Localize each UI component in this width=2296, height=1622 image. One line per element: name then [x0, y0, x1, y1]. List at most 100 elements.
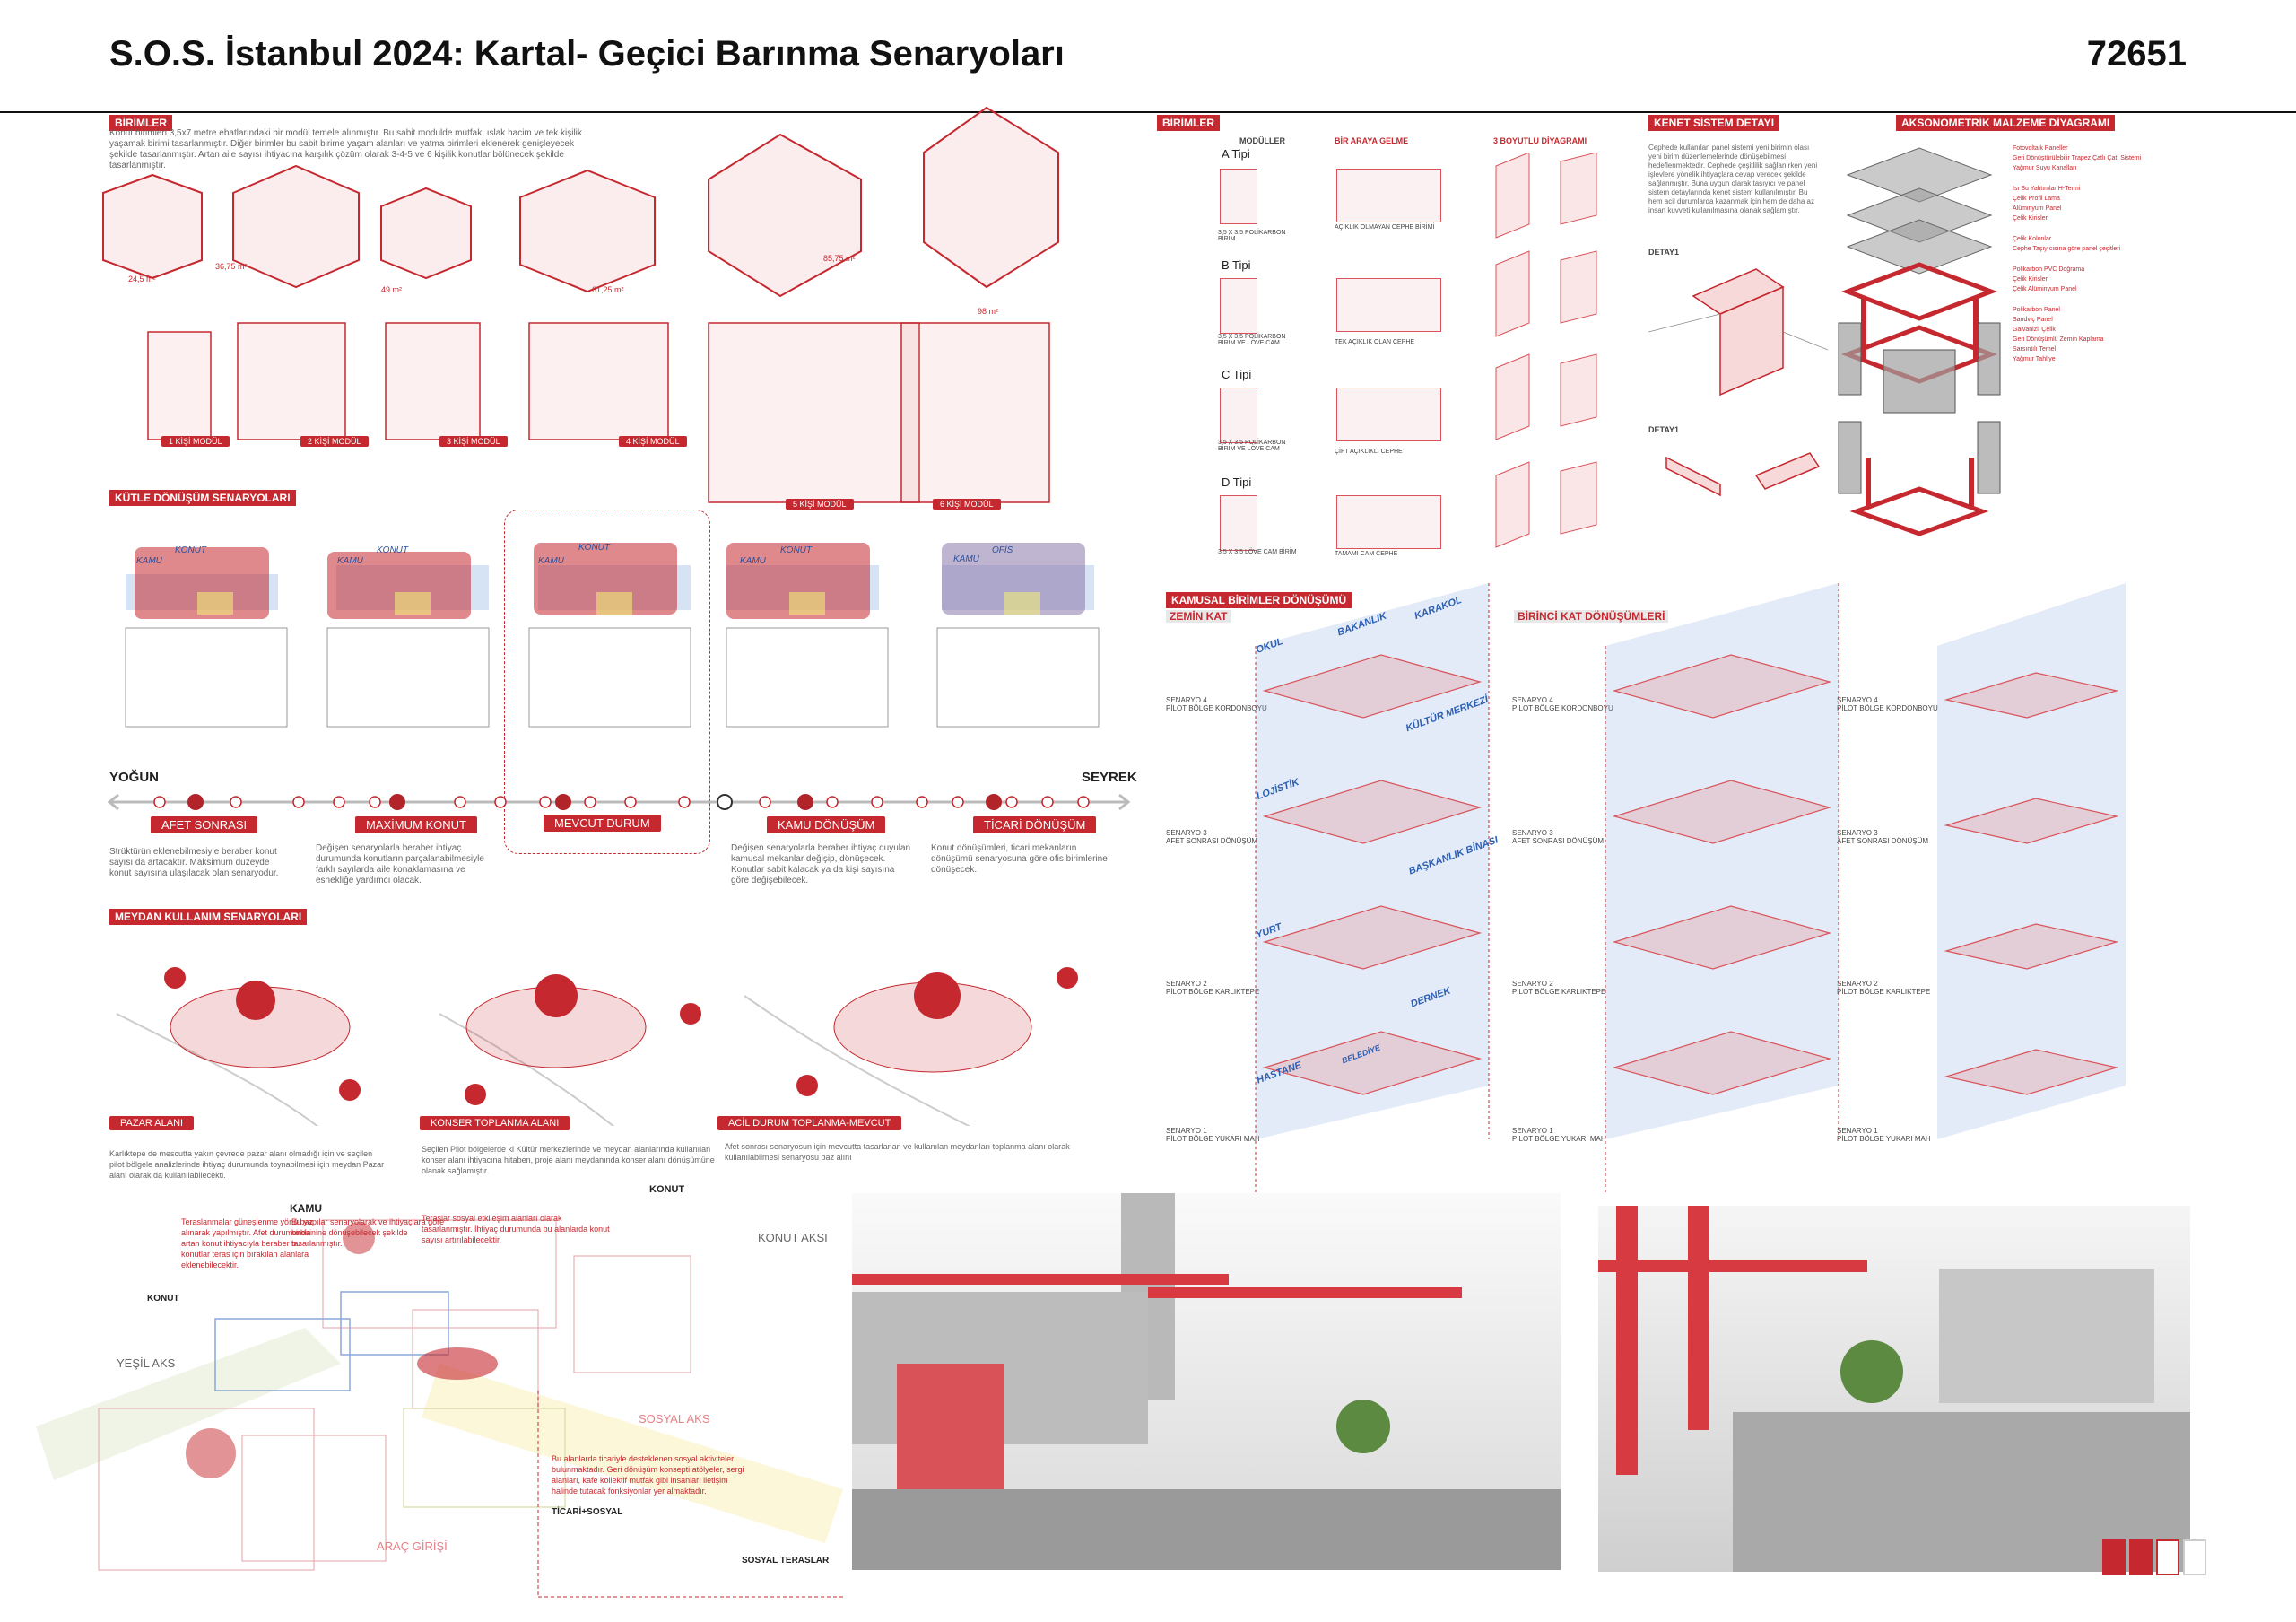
red-beam-3: [1598, 1260, 1867, 1272]
label-konut-left: KONUT: [147, 1294, 179, 1304]
akso-label-11: Çelik Alüminyum Panel: [2013, 286, 2077, 292]
module-label-2: 2 KİŞİ MODÜL: [300, 436, 369, 447]
senaryo-4: SENARYO 4 PİLOT BÖLGE KORDONBOYU: [1166, 696, 1267, 712]
meydan-text-1: Karlıktepe de mescutta yakın çevrede paz…: [109, 1149, 385, 1180]
c-senaryo-4-title: SENARYO 4: [1837, 696, 1878, 704]
type-d: D Tipi: [1222, 475, 1252, 489]
section-birimler: BİRİMLER: [109, 115, 172, 131]
label-ticari-sosyal: TİCARİ+SOSYAL: [552, 1507, 623, 1517]
type-d-combo-label: TAMAMI CAM CEPHE: [1335, 551, 1398, 557]
type-b: B Tipi: [1222, 258, 1251, 272]
perspective-render-1: [852, 1193, 1561, 1570]
label-yogun: YOĞUN: [109, 770, 160, 785]
type-b-desc: 3,5 X 3,5 POLİKARBON BİRİM VE LÖVE CAM: [1218, 334, 1286, 346]
akso-label-1: Geri Dönüştürülebilir Trapez Çatlı Çatı …: [2013, 155, 2142, 161]
akso-label-6: Çelik Kirişler: [2013, 215, 2048, 222]
stage-text-1: Strüktürün eklenebilmesiyle beraber konu…: [109, 847, 279, 878]
tag-konut-3: KONUT: [578, 543, 610, 553]
b-senaryo-4: SENARYO 4 PİLOT BÖLGE KORDONBOYU: [1512, 696, 1613, 712]
kutle-diagrams: [125, 543, 1100, 728]
b-senaryo-1: SENARYO 1 PİLOT BÖLGE YUKARI MAH: [1512, 1127, 1606, 1143]
entry-code: 72651: [2086, 34, 2187, 74]
teras-text: Teraslanmalar güneşlenme yönü baz alınar…: [181, 1217, 314, 1269]
red-beam: [852, 1274, 1229, 1285]
stage-ticari-donusum: TİCARİ DÖNÜŞÜM: [973, 816, 1097, 833]
kamusal-stack-diagrams: [1255, 583, 2126, 1193]
akso-label-0: Fotovoltaik Paneller: [2013, 145, 2068, 152]
type-d-combo: [1336, 495, 1441, 549]
swatch-1: [2102, 1539, 2126, 1575]
b-senaryo-3: SENARYO 3 AFET SONRASI DÖNÜŞÜM: [1512, 829, 1604, 845]
akso-label-17: Yağmur Tahliye: [2013, 356, 2056, 362]
3d-panel-diagrams: [1495, 153, 1597, 548]
c-senaryo-3-sub: AFET SONRASI DÖNÜŞÜM: [1837, 837, 1929, 845]
senaryo-1-title: SENARYO 1: [1166, 1127, 1207, 1135]
unit-area-2: 36,75 m²: [215, 262, 248, 271]
akso-label-8: Cephe Taşıyıcısına göre panel çeşitleri: [2013, 246, 2121, 252]
senaryo-4-title: SENARYO 4: [1166, 696, 1207, 704]
unit-area-6: 98 m²: [978, 307, 999, 316]
akso-label-12: Polikarbon Panel: [2013, 307, 2060, 313]
type-c: C Tipi: [1222, 368, 1252, 381]
c-senaryo-3-title: SENARYO 3: [1837, 829, 1878, 837]
akso-exploded-diagram: [1838, 147, 2001, 536]
tag-kamu-1: KAMU: [136, 556, 162, 566]
section-kutle: KÜTLE DÖNÜŞÜM SENARYOLARI: [109, 490, 296, 506]
site-axonometric: [36, 1219, 843, 1598]
type-b-combo-label: TEK AÇIKLIK OLAN CEPHE: [1335, 339, 1415, 345]
type-c-panel: [1220, 388, 1257, 443]
type-b-combo: [1336, 278, 1441, 332]
module-label-5: 5 KİŞİ MODÜL: [786, 499, 854, 510]
c-senaryo-1: SENARYO 1 PİLOT BÖLGE YUKARI MAH: [1837, 1127, 1931, 1143]
c-senaryo-1-title: SENARYO 1: [1837, 1127, 1878, 1135]
label-birinci-kat: BİRİNCİ KAT DÖNÜŞÜMLERİ: [1514, 610, 1669, 623]
label-zemin-kat: ZEMİN KAT: [1166, 610, 1231, 623]
birimler-text: Konut birimleri 3,5x7 metre ebatlarındak…: [109, 128, 582, 170]
senaryo-3-title: SENARYO 3: [1166, 829, 1207, 837]
akso-label-13: Sandviç Panel: [2013, 317, 2053, 323]
tag-kamu-4: KAMU: [740, 556, 766, 566]
tag-kamu-5: KAMU: [953, 554, 979, 564]
label-kamu: KAMU: [290, 1202, 322, 1215]
c-senaryo-3: SENARYO 3 AFET SONRASI DÖNÜŞÜM: [1837, 829, 1928, 845]
stage-text-5: Konut dönüşümleri, ticari mekanların dön…: [931, 843, 1108, 875]
tag-konut-4: KONUT: [780, 545, 812, 555]
label-yesil-aks: YEŞİL AKS: [117, 1356, 176, 1370]
swatch-3: [2156, 1539, 2179, 1575]
akso-label-7: Çelik Kolonlar: [2013, 236, 2052, 242]
module-label-6: 6 KİŞİ MODÜL: [933, 499, 1001, 510]
tree: [1336, 1400, 1390, 1453]
b-senaryo-2-sub: PİLOT BÖLGE KARLIKTEPE: [1512, 988, 1606, 996]
akso-label-14: Galvanizli Çelik: [2013, 327, 2056, 333]
module-label-1: 1 KİŞİ MODÜL: [161, 436, 230, 447]
type-c-desc: 3,5 X 3,5 POLİKARBON BİRİM VE LÖVE CAM: [1218, 440, 1286, 452]
label-sosyal-aks: SOSYAL AKS: [639, 1412, 710, 1426]
stage-maximum-konut: MAXİMUM KONUT: [355, 816, 477, 833]
section-kenet: KENET SİSTEM DETAYI: [1648, 115, 1780, 131]
tree-2: [1840, 1340, 1903, 1403]
type-c-combo-label: ÇİFT AÇIKLIKLI CEPHE: [1335, 449, 1403, 455]
senaryo-3-sub: AFET SONRASI DÖNÜŞÜM: [1166, 837, 1258, 845]
stage-text-4: Değişen senaryolarla beraber ihtiyaç duy…: [731, 843, 911, 885]
senaryo-2-title: SENARYO 2: [1166, 980, 1207, 988]
section-akso: AKSONOMETRİK MALZEME DİYAGRAMI: [1896, 115, 2116, 131]
stage-afet-sonrasi: AFET SONRASI: [151, 816, 258, 833]
akso-label-5: Alüminyum Panel: [2013, 205, 2062, 212]
perspective-render-2: [1598, 1206, 2190, 1572]
ground: [852, 1489, 1561, 1570]
page-swatches: [2102, 1539, 2206, 1575]
mevcut-highlight-frame: [504, 510, 710, 854]
b-senaryo-4-sub: PİLOT BÖLGE KORDONBOYU: [1512, 704, 1613, 712]
section-meydan: MEYDAN KULLANIM SENARYOLARI: [109, 909, 308, 925]
c-senaryo-1-sub: PİLOT BÖLGE YUKARI MAH: [1837, 1135, 1931, 1143]
akso-label-4: Çelik Profil Lama: [2013, 196, 2060, 202]
stage-kamu-donusum: KAMU DÖNÜŞÜM: [767, 816, 886, 833]
meydan-text-3: Afet sonrası senaryosun için mevcutta ta…: [725, 1142, 1070, 1162]
red-column: [1616, 1206, 1638, 1475]
akso-label-15: Geri Dönüşümlü Zemin Kaplama: [2013, 336, 2104, 343]
meydan-text-2: Seçilen Pilot bölgelerde ki Kültür merke…: [422, 1145, 715, 1175]
akso-label-9: Polikarbon PVC Doğrama: [2013, 266, 2085, 273]
b-senaryo-2-title: SENARYO 2: [1512, 980, 1553, 988]
col-biraraya: BİR ARAYA GELME: [1335, 136, 1409, 145]
red-beam-2: [1148, 1287, 1462, 1298]
